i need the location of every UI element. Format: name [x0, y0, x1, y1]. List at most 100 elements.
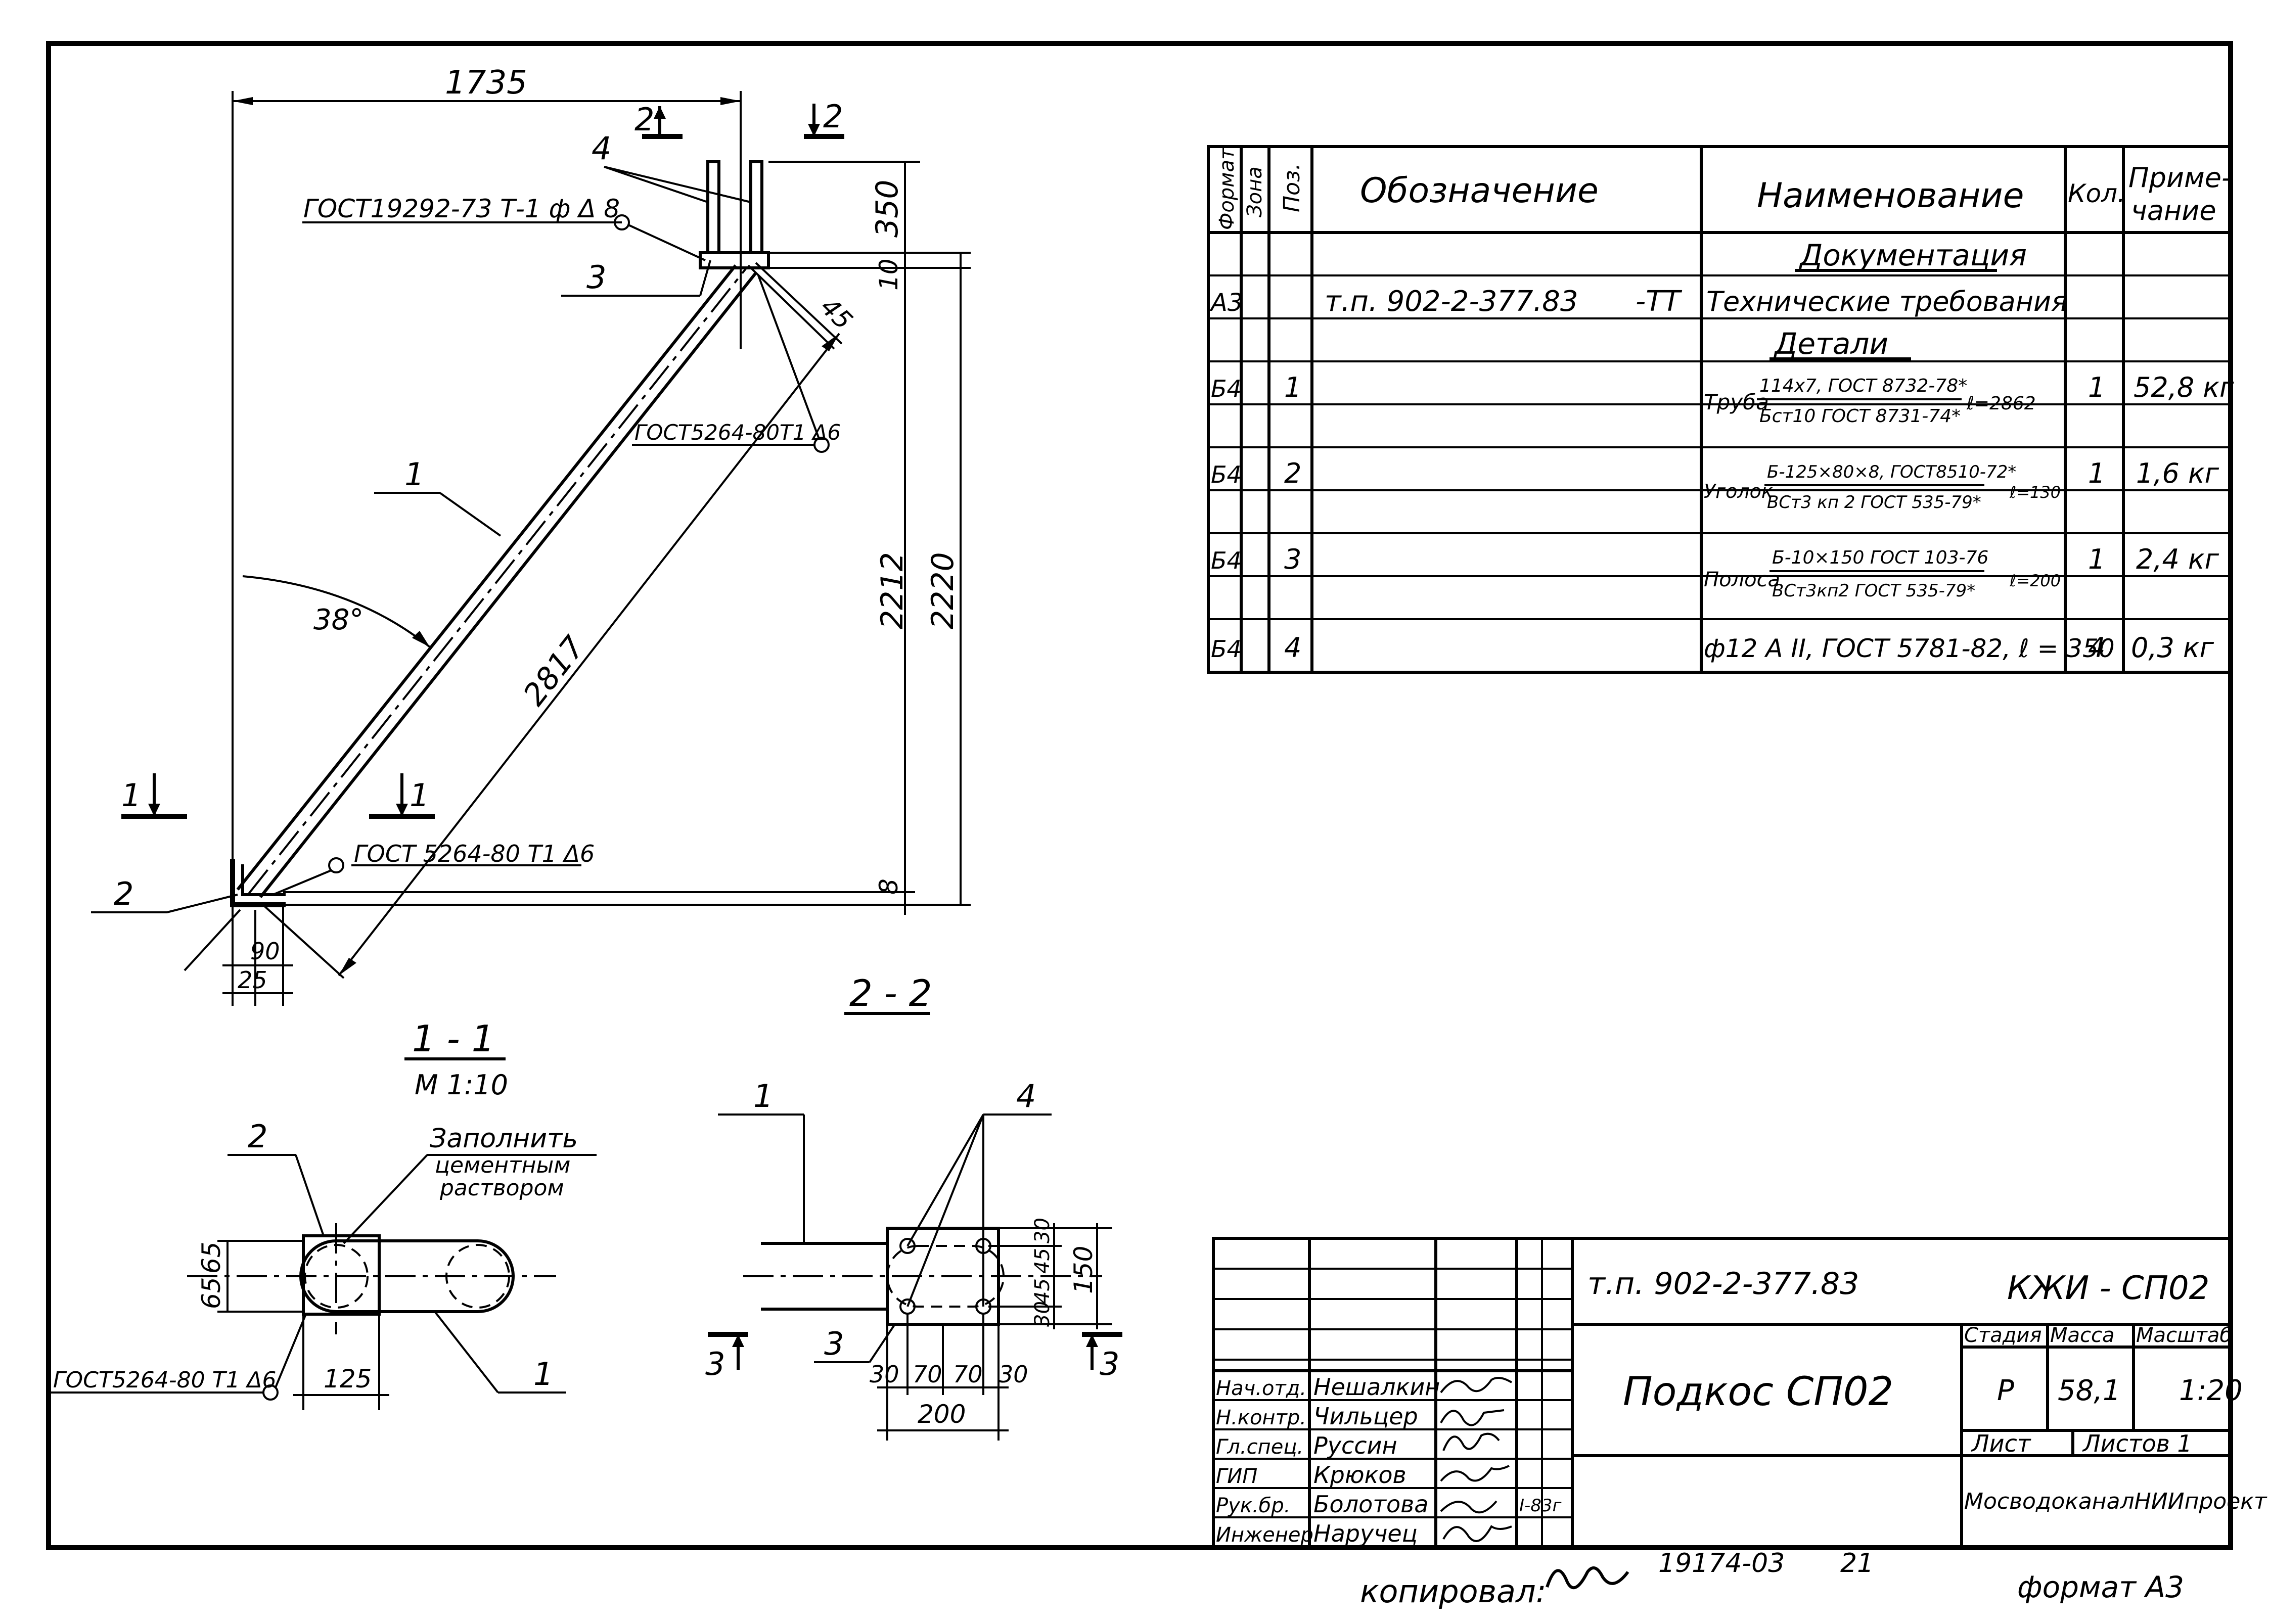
cut-mark-3-left: 3: [705, 1345, 725, 1382]
staff-name-4: Крюков: [1313, 1461, 1406, 1489]
sec22-dim-b3: 70: [953, 1361, 983, 1388]
sheets-label: Листов 1: [2082, 1430, 2192, 1457]
sec22-dim-150: 150: [1069, 1246, 1098, 1294]
spec-row-qty: 1: [2088, 457, 2105, 489]
sec22-dim-r4: 30: [1031, 1301, 1054, 1327]
spec-row-den: Бст10 ГОСТ 8731-74*: [1759, 406, 1961, 427]
weld-note-mid: ГОСТ5264-80Т1 Δ6: [634, 420, 841, 445]
spec-row-num: Б-125×80×8, ГОСТ8510-72*: [1767, 462, 2016, 482]
dim-90: 90: [250, 938, 280, 965]
spec-row-qty: 1: [2088, 372, 2105, 403]
spec-header-note-2: чание: [2131, 195, 2216, 226]
copier-signature: [1546, 1566, 1629, 1590]
pos-2-label: 2: [114, 875, 133, 912]
dim-10: 10: [874, 258, 903, 291]
spec-row-len: ℓ=200: [2009, 571, 2061, 590]
spec-row-note: 1,6 кг: [2136, 457, 2219, 489]
staff-role-2: Н.контр.: [1216, 1406, 1306, 1429]
stage-label: Стадия: [1964, 1324, 2041, 1347]
scale-value: 1:20: [2179, 1374, 2243, 1407]
spec-row-pos: 3: [1284, 543, 1301, 575]
spec-row-den: ВСт3кп2 ГОСТ 535-79*: [1772, 581, 1975, 601]
spec-header-pos: Поз.: [1279, 163, 1305, 212]
dim-45: 45: [815, 292, 858, 335]
staff-name-6: Наручец: [1313, 1520, 1418, 1547]
staff-role-1: Нач.отд.: [1216, 1377, 1306, 1400]
spec-row-label: ф12 А II, ГОСТ 5781-82, ℓ = 350: [1704, 634, 2115, 663]
signatures: [1440, 1377, 1513, 1542]
spec-row-format: Б4: [1211, 547, 1242, 574]
section-2-2-title: 2 - 2: [844, 972, 932, 1015]
pos-3-label: 3: [586, 259, 606, 296]
dim-125: 125: [324, 1364, 372, 1394]
drawing-title: Подкос СП02: [1623, 1369, 1893, 1415]
inventory-number: 19174-03: [1658, 1548, 1785, 1579]
cut-mark-3-right: 3: [1100, 1345, 1119, 1382]
dim-65a: 65: [197, 1241, 226, 1274]
spec-row-note: 52,8 кг: [2134, 372, 2234, 403]
dim-8: 8: [874, 878, 903, 895]
spec-table: Формат Зона Поз. Обозначение Наименовани…: [1207, 145, 2234, 674]
scale-label: Масштаб: [2136, 1324, 2232, 1347]
sheet-number: 21: [1840, 1548, 1874, 1579]
spec-row-qty: 4: [2088, 632, 2105, 664]
mass-label: Масса: [2050, 1324, 2115, 1347]
spec-row-pos: 1: [1284, 372, 1301, 403]
staff-role-4: ГИП: [1216, 1465, 1257, 1488]
cut-mark-1-mid: 1: [410, 777, 429, 814]
spec-doc-format: А3: [1209, 289, 1243, 317]
spec-header-name: Наименование: [1757, 176, 2024, 216]
spec-row-pos: 4: [1284, 632, 1301, 664]
angle-38: 38°: [313, 604, 364, 636]
sheet-label: Лист: [1971, 1430, 2031, 1457]
spec-header-qty: Кол.: [2068, 179, 2125, 208]
sec22-dim-r3: 45: [1031, 1278, 1054, 1304]
sec22-pos3-label: 3: [824, 1325, 844, 1362]
dim-350: 350: [870, 179, 905, 238]
sheet-code: КЖИ - СП02: [2007, 1270, 2209, 1307]
staff-role-5: Рук.бр.: [1216, 1494, 1290, 1517]
section-2-2-label: 2 - 2: [849, 972, 932, 1014]
dim-2212: 2212: [875, 552, 910, 629]
spec-row-len: ℓ=130: [2009, 483, 2061, 502]
sheet-frame: [46, 41, 2233, 1550]
spec-header-note-1: Приме-: [2128, 162, 2231, 194]
fill-note-3: раствором: [439, 1175, 564, 1201]
spec-doc-designation: т.п. 902-2-377.83: [1325, 285, 1578, 318]
spec-header-zone: Зона: [1243, 166, 1266, 217]
spec-row-format: Б4: [1211, 461, 1242, 488]
spec-row-pos: 2: [1284, 457, 1301, 489]
spec-row-qty: 1: [2088, 543, 2105, 575]
section-1-1: 1 - 1 М 1:10 Заполнить цементным раствор…: [51, 1017, 597, 1410]
sec11-pos1-label: 1: [533, 1356, 553, 1393]
spec-doc-name: Технические требования: [1706, 286, 2068, 317]
sec22-pos4-label: 4: [1016, 1078, 1036, 1115]
spec-row-note: 2,4 кг: [2136, 543, 2219, 575]
sec22-dim-r2: 45: [1031, 1248, 1054, 1274]
copied-by-label: копировал:: [1360, 1573, 1547, 1610]
staff-name-1: Нешалкин: [1313, 1373, 1440, 1401]
spec-section-docs: Документация: [1798, 238, 2027, 272]
title-block: Нач.отд. Нешалкин Н.контр. Чильцер Гл.сп…: [1212, 1237, 2267, 1549]
weld-note-bottom: ГОСТ 5264-80 Т1 Δ6: [354, 840, 595, 867]
spec-row-note: 0,3 кг: [2131, 632, 2214, 664]
sec22-dim-b4: 30: [999, 1361, 1028, 1388]
spec-row-label: Полоса: [1704, 568, 1780, 591]
sec22-dim-b2: 70: [913, 1361, 942, 1388]
spec-row-len: ℓ=2862: [1966, 393, 2036, 414]
project-code: т.п. 902-2-377.83: [1587, 1266, 1859, 1302]
sec22-dim-200: 200: [918, 1400, 966, 1429]
spec-header-format: Формат: [1215, 147, 1239, 230]
sec22-pos1-label: 1: [753, 1078, 773, 1115]
cut-mark-2a: 2: [634, 101, 654, 138]
dim-65b: 65: [197, 1277, 226, 1309]
section-1-1-label: 1 - 1: [412, 1017, 494, 1060]
staff-name-3: Руссин: [1313, 1432, 1397, 1459]
spec-row-4: Б4 4 ф12 А II, ГОСТ 5781-82, ℓ = 350 4 0…: [1211, 632, 2214, 664]
spec-row-2: Б4 2 Уголок Б-125×80×8, ГОСТ8510-72* ВСт…: [1211, 457, 2219, 513]
spec-row-den: ВСт3 кп 2 ГОСТ 535-79*: [1767, 492, 1981, 513]
spec-row-format: Б4: [1211, 375, 1242, 402]
staff-role-6: Инженер: [1216, 1523, 1313, 1547]
sec22-dim-r1: 30: [1031, 1218, 1054, 1243]
spec-row-format: Б4: [1211, 635, 1242, 663]
